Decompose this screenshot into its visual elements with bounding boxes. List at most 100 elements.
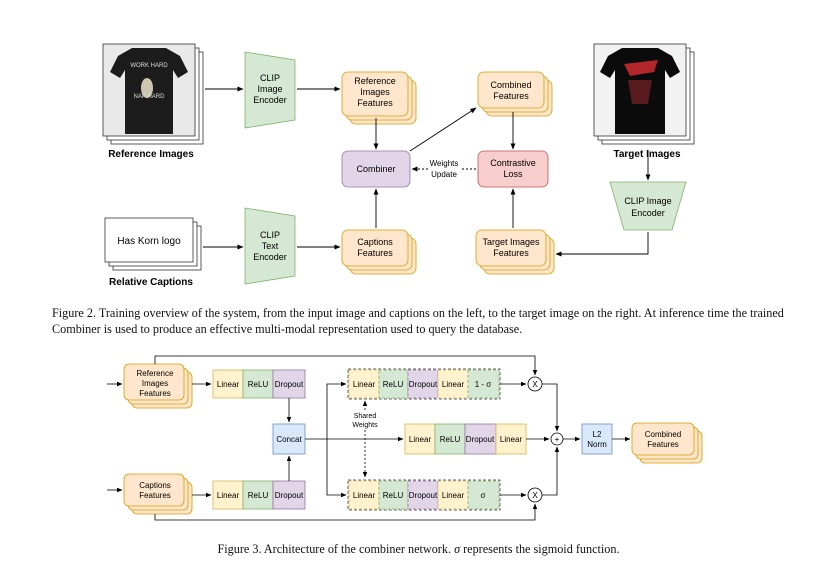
clip-image-encoder-right: CLIP Image Encoder — [609, 181, 687, 231]
fig3-ref-features-line-1: Reference — [137, 369, 174, 378]
fig3-captions-features: Captions Features — [123, 473, 193, 515]
multiply-bottom: X — [527, 487, 543, 503]
contrastive-loss-line-1: Contrastive — [490, 158, 536, 168]
fig3-captions-features-line-1: Captions — [139, 481, 171, 490]
weights-update-line-1: Weights — [430, 159, 459, 168]
figure-3-caption-suffix: represents the sigmoid function. — [463, 542, 620, 556]
shirt-text-bottom: NAP HARD — [134, 94, 166, 100]
combined-features-line-1: Combined — [490, 80, 531, 90]
one-minus-sigma-label: 1 - σ — [475, 380, 492, 389]
upper-linear-2-label: Linear — [442, 380, 465, 389]
combined-features: Combined Features — [477, 71, 553, 117]
target-images-features: Target Images Features — [475, 229, 555, 275]
clip-image-encoder-line-3: Encoder — [253, 95, 287, 105]
fig3-captions-features-line-2: Features — [139, 491, 171, 500]
figure-2-caption: Figure 2. Training overview of the syste… — [52, 306, 784, 336]
clip-image-encoder-line-1: CLIP — [260, 73, 280, 83]
shared-weights-line-2: Weights — [352, 422, 378, 429]
clip-text-encoder-line-2: Text — [262, 241, 279, 251]
sigma-label: σ — [481, 491, 486, 500]
sum-symbol: + — [555, 435, 560, 444]
top-linear-label: Linear — [217, 380, 240, 389]
clip-text-encoder-line-3: Encoder — [253, 252, 287, 262]
reference-image-stack: WORK HARD NAP HARD — [102, 43, 204, 145]
contrastive-loss-box: Contrastive Loss — [477, 150, 549, 188]
bottom-relu-label: ReLU — [248, 491, 269, 500]
reference-images-label: Reference Images — [108, 149, 194, 160]
shirt-text-top: WORK HARD — [130, 63, 168, 69]
l2-norm-line-1: L2 — [593, 430, 602, 439]
fig3-combined-features: Combined Features — [631, 422, 703, 464]
captions-features: Captions Features — [341, 229, 417, 275]
captions-features-line-2: Features — [357, 248, 393, 258]
caption-text-stack: Has Korn logo — [104, 217, 202, 271]
figure-3-caption-prefix: Figure 3. Architecture of the combiner n… — [217, 542, 452, 556]
ref-features-line-1: Reference — [354, 76, 396, 86]
l2-norm-box: L2 Norm — [581, 423, 613, 455]
middle-linear-2-label: Linear — [500, 435, 523, 444]
lower-relu-label: ReLU — [383, 491, 404, 500]
top-relu-label: ReLU — [248, 380, 269, 389]
fig3-combined-line-1: Combined — [645, 430, 681, 439]
upper-dropout-label: Dropout — [409, 380, 438, 389]
sum-node: + — [550, 432, 564, 446]
clip-text-encoder: CLIP Text Encoder — [244, 207, 296, 285]
concat-box: Concat — [272, 423, 306, 455]
middle-dropout-label: Dropout — [466, 435, 495, 444]
lower-linear-1-label: Linear — [353, 491, 376, 500]
fig3-reference-features: Reference Images Features — [123, 363, 193, 409]
target-image-stack — [593, 43, 695, 145]
lower-gate-branch: Linear ReLU Dropout Linear σ — [347, 479, 501, 511]
upper-gate-branch: Linear ReLU Dropout Linear 1 - σ — [347, 368, 501, 400]
middle-branch: Linear ReLU Dropout Linear — [404, 423, 527, 455]
relative-captions-label: Relative Captions — [109, 277, 193, 288]
weights-update-line-2: Update — [431, 170, 457, 179]
upper-relu-label: ReLU — [383, 380, 404, 389]
concat-label: Concat — [276, 435, 302, 444]
bottom-dropout-label: Dropout — [275, 491, 304, 500]
top-dropout-label: Dropout — [275, 380, 304, 389]
fig3-ref-features-line-3: Features — [139, 389, 171, 398]
ref-features-line-3: Features — [357, 98, 393, 108]
figure-3-arrows — [107, 355, 631, 521]
upper-linear-1-label: Linear — [353, 380, 376, 389]
captions-features-line-1: Captions — [357, 237, 393, 247]
figure-2: WORK HARD NAP HARD Reference Images Targ… — [102, 43, 695, 288]
clip-image-encoder-right-line-1: CLIP Image — [624, 196, 671, 206]
multiply-top-symbol: X — [532, 380, 538, 389]
reference-images-features: Reference Images Features — [341, 71, 417, 125]
lower-linear-2-label: Linear — [442, 491, 465, 500]
l2-norm-line-2: Norm — [587, 440, 607, 449]
bottom-branch: Linear ReLU Dropout — [212, 480, 306, 510]
multiply-top: X — [527, 376, 543, 392]
middle-relu-label: ReLU — [440, 435, 461, 444]
target-images-label: Target Images — [613, 149, 680, 160]
bottom-linear-label: Linear — [217, 491, 240, 500]
fig3-ref-features-line-2: Images — [142, 379, 168, 388]
target-features-line-1: Target Images — [482, 237, 540, 247]
multiply-bottom-symbol: X — [532, 491, 538, 500]
contrastive-loss-line-2: Loss — [503, 169, 523, 179]
clip-image-encoder: CLIP Image Encoder — [244, 51, 296, 129]
lower-dropout-label: Dropout — [409, 491, 438, 500]
figure-3: Reference Images Features Captions Featu… — [107, 355, 703, 521]
combined-features-line-2: Features — [493, 91, 529, 101]
clip-image-encoder-right-line-2: Encoder — [631, 208, 665, 218]
figure-3-caption: Figure 3. Architecture of the combiner n… — [0, 541, 837, 557]
korn-logo-graphic — [624, 60, 658, 76]
ref-features-line-2: Images — [360, 87, 390, 97]
figure-2-arrows — [203, 86, 651, 257]
figure-3-caption-sigma: σ — [454, 542, 461, 556]
caption-text: Has Korn logo — [117, 236, 181, 247]
target-features-line-2: Features — [493, 248, 529, 258]
clip-image-encoder-line-2: Image — [257, 84, 282, 94]
combiner-label: Combiner — [356, 164, 395, 174]
fig3-combined-line-2: Features — [647, 440, 679, 449]
clip-text-encoder-line-1: CLIP — [260, 230, 280, 240]
shared-weights-line-1: Shared — [354, 413, 377, 420]
top-branch: Linear ReLU Dropout — [212, 369, 306, 399]
middle-linear-1-label: Linear — [409, 435, 432, 444]
combiner-box: Combiner — [341, 150, 411, 188]
